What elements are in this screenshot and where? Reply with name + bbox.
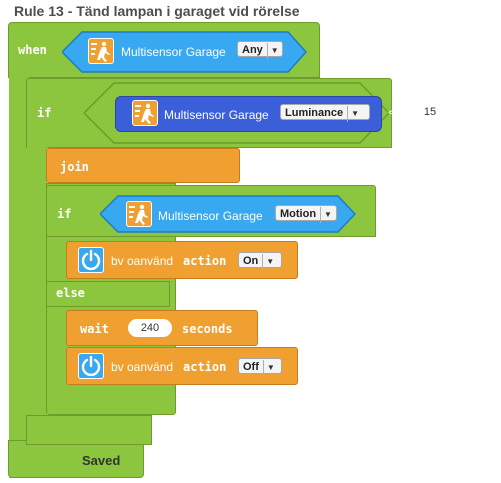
chevron-down-icon: ▼ (262, 360, 275, 376)
else-keyword: else (56, 286, 85, 300)
chevron-down-icon: ▼ (262, 254, 274, 270)
when-sensor-label: Multisensor Garage (121, 45, 226, 59)
action-on-device: bv oanvänd (111, 254, 174, 268)
wait-keyword: wait (80, 322, 109, 336)
action-off-device: bv oanvänd (111, 360, 174, 374)
action-off-keyword: action (183, 360, 227, 374)
power-icon (78, 247, 104, 273)
outer-footer (8, 440, 144, 478)
if2-sensor-label: Multisensor Garage (158, 209, 263, 223)
motion-sensor-icon (132, 100, 158, 126)
luminance-threshold-input[interactable]: 15 (411, 103, 449, 121)
if-keyword: if (37, 106, 52, 120)
if-spine (27, 145, 47, 425)
power-icon (78, 353, 104, 379)
if1-value-text: Luminance (285, 107, 344, 119)
chevron-down-icon: ▼ (320, 207, 332, 223)
action-off-value: Off (243, 361, 259, 373)
if2-keyword: if (57, 207, 72, 221)
motion-sensor-icon (88, 38, 114, 64)
action-on-dropdown[interactable]: On▼ (238, 252, 282, 270)
motion-sensor-icon (126, 201, 152, 227)
when-value-dropdown[interactable]: Any▼ (237, 41, 283, 59)
when-keyword: when (18, 43, 47, 57)
if-footer (26, 415, 152, 445)
join-block[interactable] (46, 148, 240, 183)
wait-unit: seconds (182, 322, 233, 336)
outer-spine (9, 72, 29, 478)
action-on-value: On (243, 255, 259, 267)
else-block (46, 281, 170, 307)
chevron-down-icon: ▼ (347, 106, 359, 122)
rule-title: Rule 13 - Tänd lampan i garaget vid röre… (14, 3, 300, 19)
if2-value-text: Motion (280, 208, 317, 220)
action-on-keyword: action (183, 254, 227, 268)
if2-value-dropdown[interactable]: Motion▼ (275, 205, 337, 223)
chevron-down-icon: ▼ (266, 43, 279, 59)
comparison-operator: <= (388, 107, 401, 119)
if1-value-dropdown[interactable]: Luminance▼ (280, 104, 370, 122)
wait-seconds-input[interactable]: 240 (128, 319, 172, 337)
join-keyword: join (60, 160, 89, 174)
status-saved: Saved (82, 453, 121, 468)
when-value-text: Any (242, 44, 263, 56)
action-off-dropdown[interactable]: Off▼ (238, 358, 282, 376)
if1-sensor-label: Multisensor Garage (164, 108, 269, 122)
